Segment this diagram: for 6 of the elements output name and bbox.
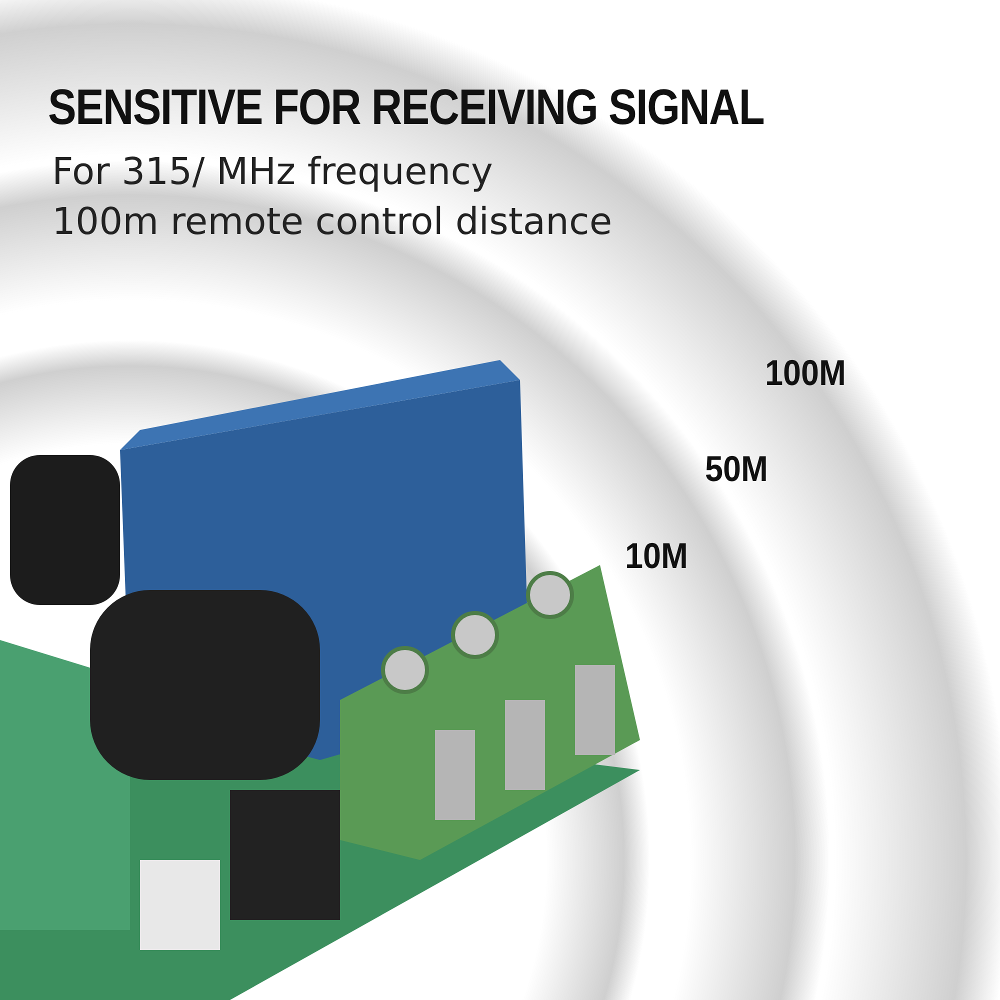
subtitle-text: For 315/ MHz frequency — [52, 150, 493, 193]
title: SENSITIVE FOR RECEIVING SIGNAL — [48, 78, 764, 136]
range-label: 100M — [765, 352, 846, 394]
subtitle-text: 100m remote control distance — [52, 200, 612, 243]
range-label: 50M — [705, 448, 768, 490]
range-label: 10M — [625, 535, 688, 577]
